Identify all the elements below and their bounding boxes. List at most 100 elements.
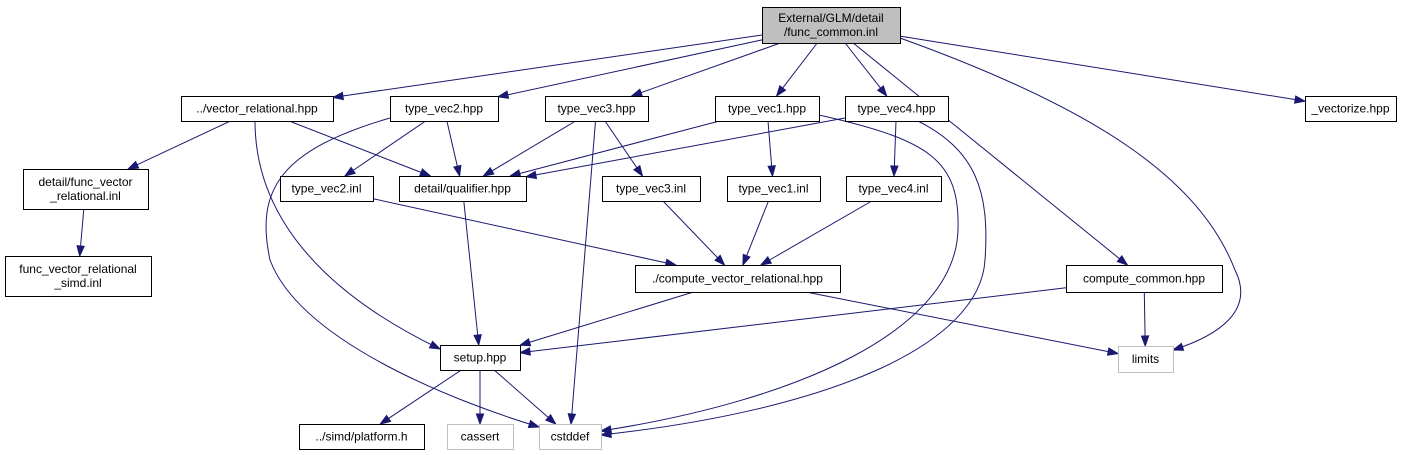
node-type-vec1-inl[interactable]: type_vec1.inl [727,176,821,202]
node-type-vec1-hpp[interactable]: type_vec1.hpp [715,96,820,122]
node-type-vec3-inl[interactable]: type_vec3.inl [602,176,701,202]
graph-edges [76,34,1307,439]
edge-vector-relational-to-setup-line [254,120,441,350]
edge-type-vec1-hpp-to-qualifier-arrowhead [508,169,522,178]
edge-compute-common-to-limits-line [1143,291,1146,339]
node-type-vec4-hpp[interactable]: type_vec4.hpp [845,96,949,122]
edge-type-vec3-hpp-to-qualifier-line [490,120,576,173]
edge-vector-relational-to-setup-arrowhead [428,340,442,350]
node-label: type_vec3.hpp [557,102,635,116]
edge-type-vec1-inl-to-compute-vector-relational-arrowhead [742,253,751,267]
edge-type-vec2-hpp-to-cstddef [265,117,541,429]
edge-type-vec2-hpp-to-type-vec2-inl-line [351,120,426,172]
node-label: type_vec4.inl [858,182,928,196]
edge-type-vec1-hpp-to-qualifier-line [517,120,720,175]
edge-vector-relational-to-qualifier-line [288,120,424,174]
edge-vector-relational-to-qualifier [288,120,432,177]
node-platform[interactable]: ../simd/platform.h [299,424,425,450]
edge-root-to-type-vec2-hpp-arrowhead [496,90,510,99]
node-label: cstddef [551,430,590,444]
edge-setup-to-cassert-arrowhead [475,413,485,426]
edge-setup-to-cstddef-arrowhead [545,413,557,425]
edge-func-vector-relational-to-func-vector-relational-simd-line [79,208,85,249]
edge-setup-to-platform-line [386,369,462,421]
node-label: /func_common.inl [784,25,878,39]
node-box [846,176,942,202]
edge-setup-to-cassert [475,370,485,426]
node-box [23,169,149,210]
edge-root-to-type-vec1-hpp-line [781,42,818,91]
edge-compute-common-to-limits-arrowhead [1140,335,1150,348]
edge-func-vector-relational-to-func-vector-relational-simd [76,208,85,258]
edge-root-to-vector-relational-arrowhead [331,91,345,101]
node-label: _relational.inl [49,189,121,203]
node-setup[interactable]: setup.hpp [440,345,521,371]
node-box [1118,346,1174,373]
node-cstddef: cstddef [539,424,602,450]
node-label: type_vec1.inl [738,182,808,196]
node-label: _simd.inl [53,276,101,290]
edge-type-vec4-hpp-to-qualifier [524,117,846,180]
node-type-vec3-hpp[interactable]: type_vec3.hpp [545,96,649,122]
edge-type-vec3-hpp-to-type-vec3-inl-line [604,120,639,170]
node-box [299,424,425,450]
edge-type-vec3-hpp-to-qualifier [482,120,576,177]
edge-root-to-compute-common [852,42,1129,266]
node-label: External/GLM/detail [778,11,883,25]
edge-type-vec1-hpp-to-qualifier [508,120,720,178]
node-label: ./compute_vector_relational.hpp [652,272,823,286]
node-label: type_vec2.inl [291,182,361,196]
edge-type-vec1-hpp-to-cstddef-line [600,114,959,432]
node-root[interactable]: External/GLM/detail/func_common.inl [762,7,901,44]
node-vectorize[interactable]: _vectorize.hpp [1305,96,1397,122]
edge-type-vec3-hpp-to-cstddef [567,120,596,426]
node-box [762,7,901,44]
edge-type-vec2-inl-to-compute-vector-relational-line [372,198,669,264]
edge-type-vec4-hpp-to-qualifier-line [533,117,846,176]
node-box [602,176,701,202]
node-func-vector-relational[interactable]: detail/func_vector_relational.inl [23,169,149,210]
edge-root-to-vectorize-arrowhead [1293,95,1307,104]
edge-vector-relational-to-setup [254,120,442,350]
edge-vector-relational-to-func-vector-relational [126,120,231,170]
node-compute-common[interactable]: compute_common.hpp [1066,265,1223,293]
edge-type-vec2-hpp-to-type-vec2-inl [343,120,426,177]
edge-root-to-vectorize [899,35,1307,104]
edge-compute-vector-relational-to-limits [805,291,1120,356]
node-box [1066,265,1223,293]
node-label: limits [1132,352,1159,366]
edge-type-vec3-hpp-to-cstddef-line [571,120,596,417]
edge-compute-vector-relational-to-limits-arrowhead [1106,347,1120,356]
edge-root-to-type-vec4-hpp-arrowhead [876,85,888,98]
edge-type-vec4-hpp-to-cstddef-arrowhead [599,429,612,439]
node-box [1305,96,1397,122]
edge-vector-relational-to-func-vector-relational-line [135,120,231,167]
node-box [635,265,841,293]
edge-type-vec3-hpp-to-type-vec3-inl-arrowhead [633,164,644,178]
node-label: detail/func_vector [38,175,132,189]
node-vector-relational[interactable]: ../vector_relational.hpp [181,96,334,122]
node-qualifier[interactable]: detail/qualifier.hpp [399,176,527,202]
node-type-vec2-inl[interactable]: type_vec2.inl [280,176,374,202]
node-compute-vector-relational[interactable]: ./compute_vector_relational.hpp [635,265,841,293]
edge-root-to-compute-common-arrowhead [1116,255,1129,266]
edge-type-vec1-hpp-to-type-vec1-inl [767,120,776,178]
edge-root-to-type-vec3-hpp-line [638,42,781,94]
edge-type-vec2-hpp-to-qualifier [446,120,462,178]
edge-root-to-type-vec1-hpp-arrowhead [775,85,787,98]
edge-type-vec4-inl-to-compute-vector-relational [759,200,873,266]
edge-compute-vector-relational-to-setup-line [527,291,694,344]
node-type-vec2-hpp[interactable]: type_vec2.hpp [390,96,499,122]
node-label: type_vec1.hpp [728,102,806,116]
node-label: type_vec3.inl [616,182,686,196]
node-type-vec4-inl[interactable]: type_vec4.inl [846,176,942,202]
node-label: type_vec2.hpp [405,102,483,116]
edge-root-to-limits-arrowhead [1171,342,1185,351]
node-label: detail/qualifier.hpp [414,182,511,196]
node-func-vector-relational-simd[interactable]: func_vector_relational_simd.inl [5,256,152,297]
edge-root-to-type-vec1-hpp [775,42,818,98]
node-box [181,96,334,122]
node-box [545,96,649,122]
edge-type-vec3-inl-to-compute-vector-relational-arrowhead [714,254,726,267]
